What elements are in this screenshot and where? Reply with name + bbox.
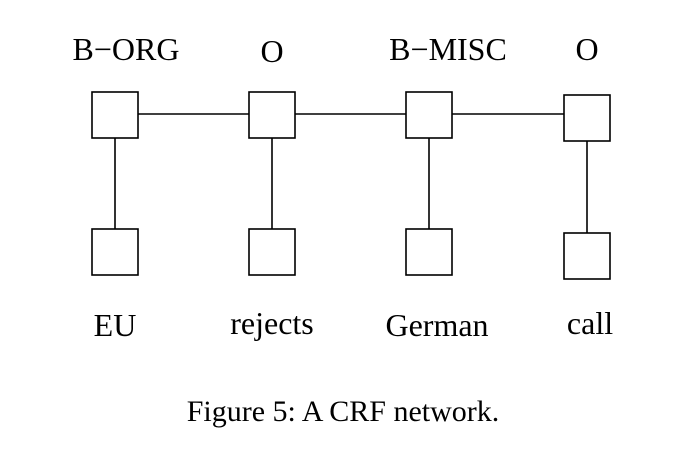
- observation-node-1: [91, 228, 139, 276]
- word-label-1: EU: [94, 307, 137, 343]
- tag-label-4: O: [575, 31, 598, 67]
- word-label-2: rejects: [230, 305, 314, 341]
- label-node-4: [563, 94, 611, 142]
- observation-node-4: [563, 232, 611, 280]
- label-node-2: [248, 91, 296, 139]
- figure-caption: Figure 5: A CRF network.: [187, 395, 500, 428]
- observation-node-2: [248, 228, 296, 276]
- label-node-3: [405, 91, 453, 139]
- word-label-4: call: [567, 305, 613, 341]
- tag-label-2: O: [260, 33, 283, 69]
- tag-label-1: B−ORG: [73, 31, 180, 67]
- tag-label-3: B−MISC: [389, 31, 507, 67]
- label-node-1: [91, 91, 139, 139]
- observation-node-3: [405, 228, 453, 276]
- word-label-3: German: [385, 307, 488, 343]
